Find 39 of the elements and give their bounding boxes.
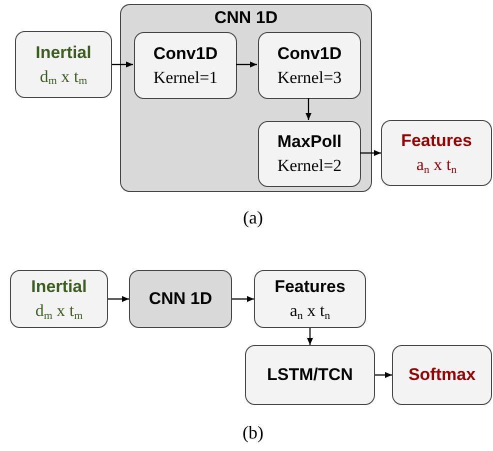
subfigure-label: (a) — [243, 206, 263, 230]
group-box — [120, 4, 372, 192]
node-title: Conv1D — [153, 42, 218, 64]
node-subtitle: Kernel=1 — [153, 66, 218, 88]
node-title: LSTM/TCN — [267, 364, 353, 386]
arrow — [232, 296, 254, 302]
process-box — [129, 270, 232, 328]
process-box — [381, 120, 492, 186]
node-subtitle: a$_{n}$ x t$_{n}$ — [416, 154, 457, 177]
node-title: Inertial — [31, 276, 87, 298]
subfigure-label: (b) — [242, 422, 264, 444]
process-box — [245, 345, 375, 405]
process-box — [10, 270, 108, 328]
node-title: Features — [401, 130, 472, 152]
process-box — [392, 345, 492, 405]
node-title: Softmax — [408, 364, 476, 386]
group-title: CNN 1D — [213, 8, 279, 28]
node-subtitle: Kernel=2 — [277, 155, 342, 177]
arrow — [306, 98, 312, 120]
process-box — [254, 270, 366, 328]
node-subtitle: d$_{m}$ x t$_{m}$ — [35, 300, 83, 323]
node-subtitle: a$_{n}$ x t$_{n}$ — [290, 300, 330, 323]
process-box — [258, 32, 361, 99]
process-box — [15, 31, 112, 98]
arrow — [108, 296, 129, 302]
arrow — [307, 328, 313, 345]
node-subtitle: Kernel=3 — [277, 66, 342, 88]
node-title: CNN 1D — [148, 288, 212, 310]
arrow — [375, 372, 392, 378]
process-box — [258, 121, 361, 187]
process-box — [134, 32, 237, 99]
arrow — [360, 150, 381, 156]
arrow — [112, 62, 133, 68]
node-title: Conv1D — [277, 42, 342, 64]
node-subtitle: d$_{m}$ x t$_{m}$ — [40, 66, 88, 88]
node-title: Inertial — [36, 42, 92, 64]
arrow — [236, 62, 257, 68]
node-title: MaxPoll — [277, 131, 342, 153]
node-title: Features — [274, 276, 346, 298]
